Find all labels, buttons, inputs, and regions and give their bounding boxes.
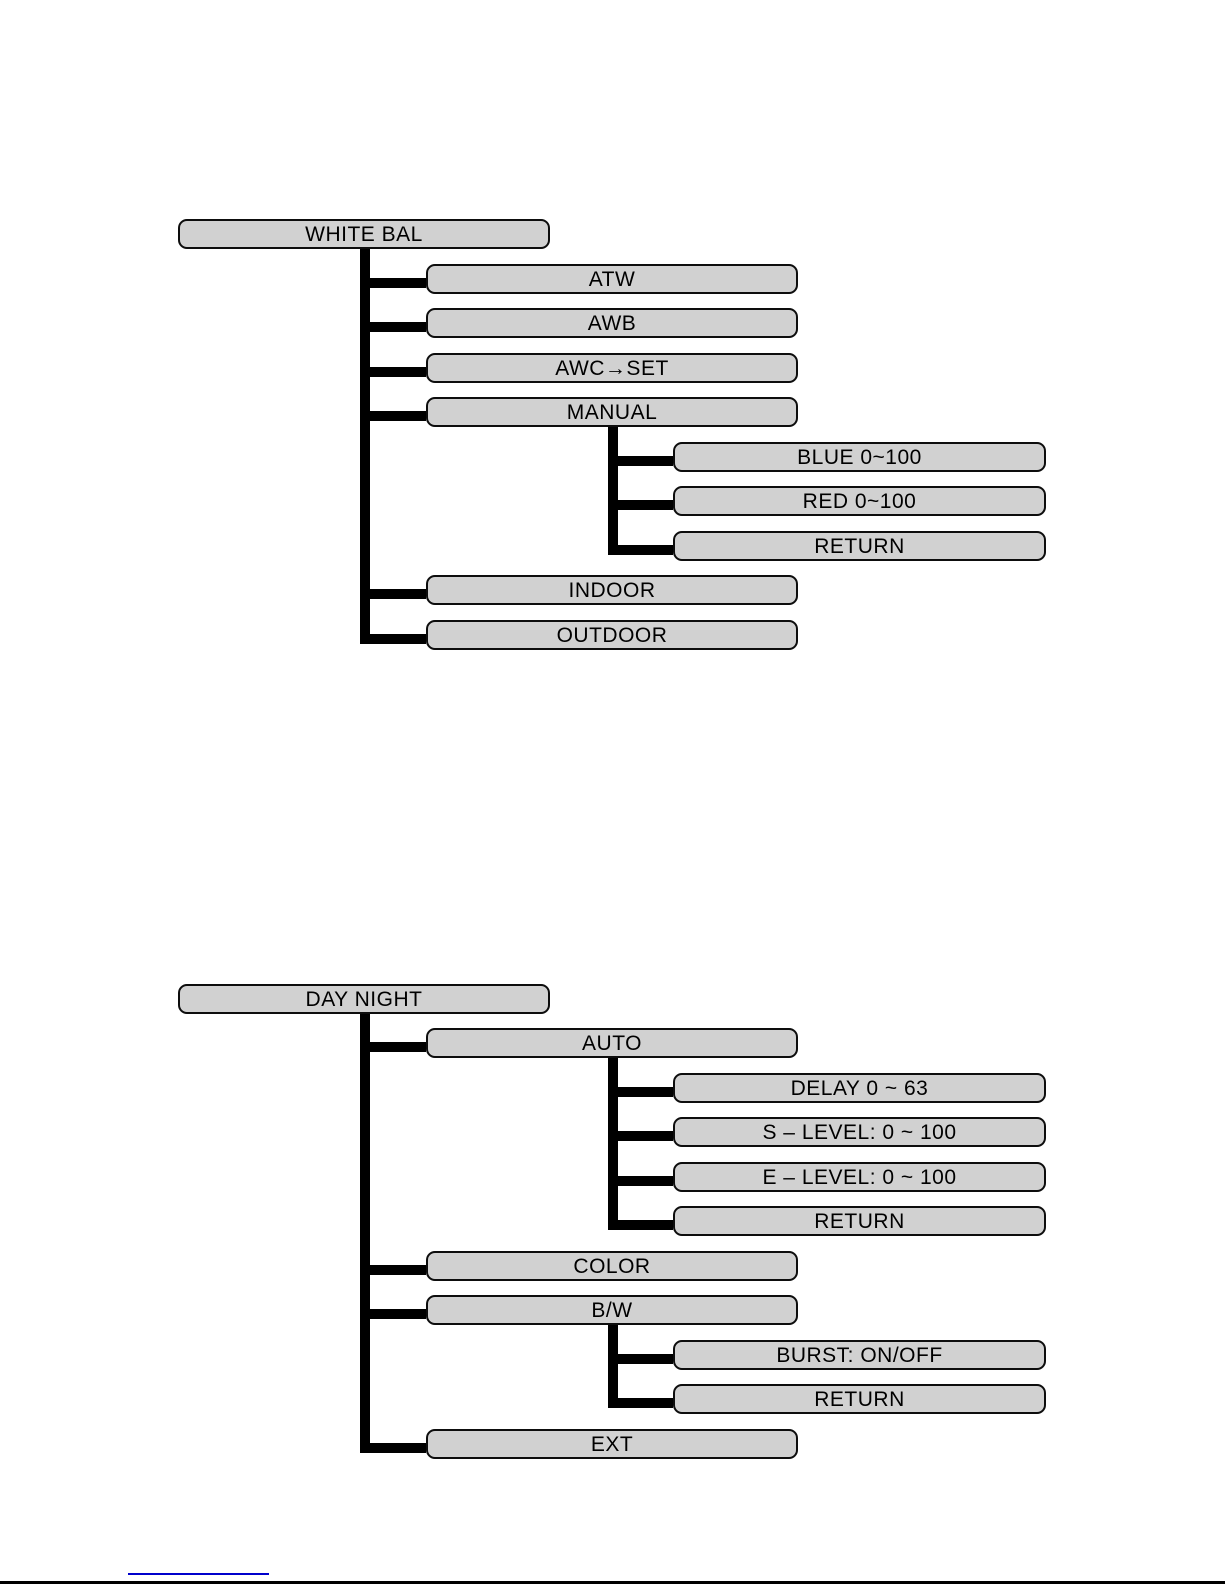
node-atw: ATW (426, 264, 798, 294)
node-white-bal: WHITE BAL (178, 219, 550, 249)
node-auto: AUTO (426, 1028, 798, 1058)
tree1-connector-outdoor (360, 634, 426, 644)
node-delay-range: DELAY 0 ~ 63 (673, 1073, 1046, 1103)
tree2-trunk-line (360, 1014, 370, 1453)
node-indoor: INDOOR (426, 575, 798, 605)
tree1-connector-awb (360, 322, 426, 332)
node-awb: AWB (426, 308, 798, 338)
tree2-connector-bw (360, 1309, 426, 1319)
node-manual: MANUAL (426, 397, 798, 427)
tree1-connector-atw (360, 278, 426, 288)
tree1-connector-awc (360, 367, 426, 377)
auto-connector-return (608, 1220, 673, 1230)
footer-hyperlink-underline[interactable] (128, 1573, 269, 1575)
manual-connector-red (608, 500, 673, 510)
node-outdoor: OUTDOOR (426, 620, 798, 650)
node-bw-return: RETURN (673, 1384, 1046, 1414)
node-day-night: DAY NIGHT (178, 984, 550, 1014)
node-red-range: RED 0~100 (673, 486, 1046, 516)
auto-trunk-line (608, 1058, 618, 1230)
node-ext: EXT (426, 1429, 798, 1459)
tree1-connector-manual (360, 411, 426, 421)
node-bw: B/W (426, 1295, 798, 1325)
tree1-connector-indoor (360, 589, 426, 599)
tree2-connector-ext (360, 1443, 426, 1453)
node-e-level: E – LEVEL: 0 ~ 100 (673, 1162, 1046, 1192)
manual-connector-blue (608, 456, 673, 466)
auto-connector-delay (608, 1087, 673, 1097)
node-blue-range: BLUE 0~100 (673, 442, 1046, 472)
tree1-trunk-line (360, 249, 370, 644)
node-burst: BURST: ON/OFF (673, 1340, 1046, 1370)
node-color: COLOR (426, 1251, 798, 1281)
tree2-connector-auto (360, 1042, 426, 1052)
node-manual-return: RETURN (673, 531, 1046, 561)
auto-connector-s-level (608, 1131, 673, 1141)
manual-trunk-line (608, 427, 618, 555)
node-awc-set: AWC→SET (426, 353, 798, 383)
page-bottom-rule (0, 1581, 1225, 1584)
node-s-level: S – LEVEL: 0 ~ 100 (673, 1117, 1046, 1147)
node-auto-return: RETURN (673, 1206, 1046, 1236)
tree2-connector-color (360, 1265, 426, 1275)
bw-connector-burst (608, 1354, 673, 1364)
bw-trunk-line (608, 1325, 618, 1408)
manual-connector-return (608, 545, 673, 555)
auto-connector-e-level (608, 1176, 673, 1186)
bw-connector-return (608, 1398, 673, 1408)
